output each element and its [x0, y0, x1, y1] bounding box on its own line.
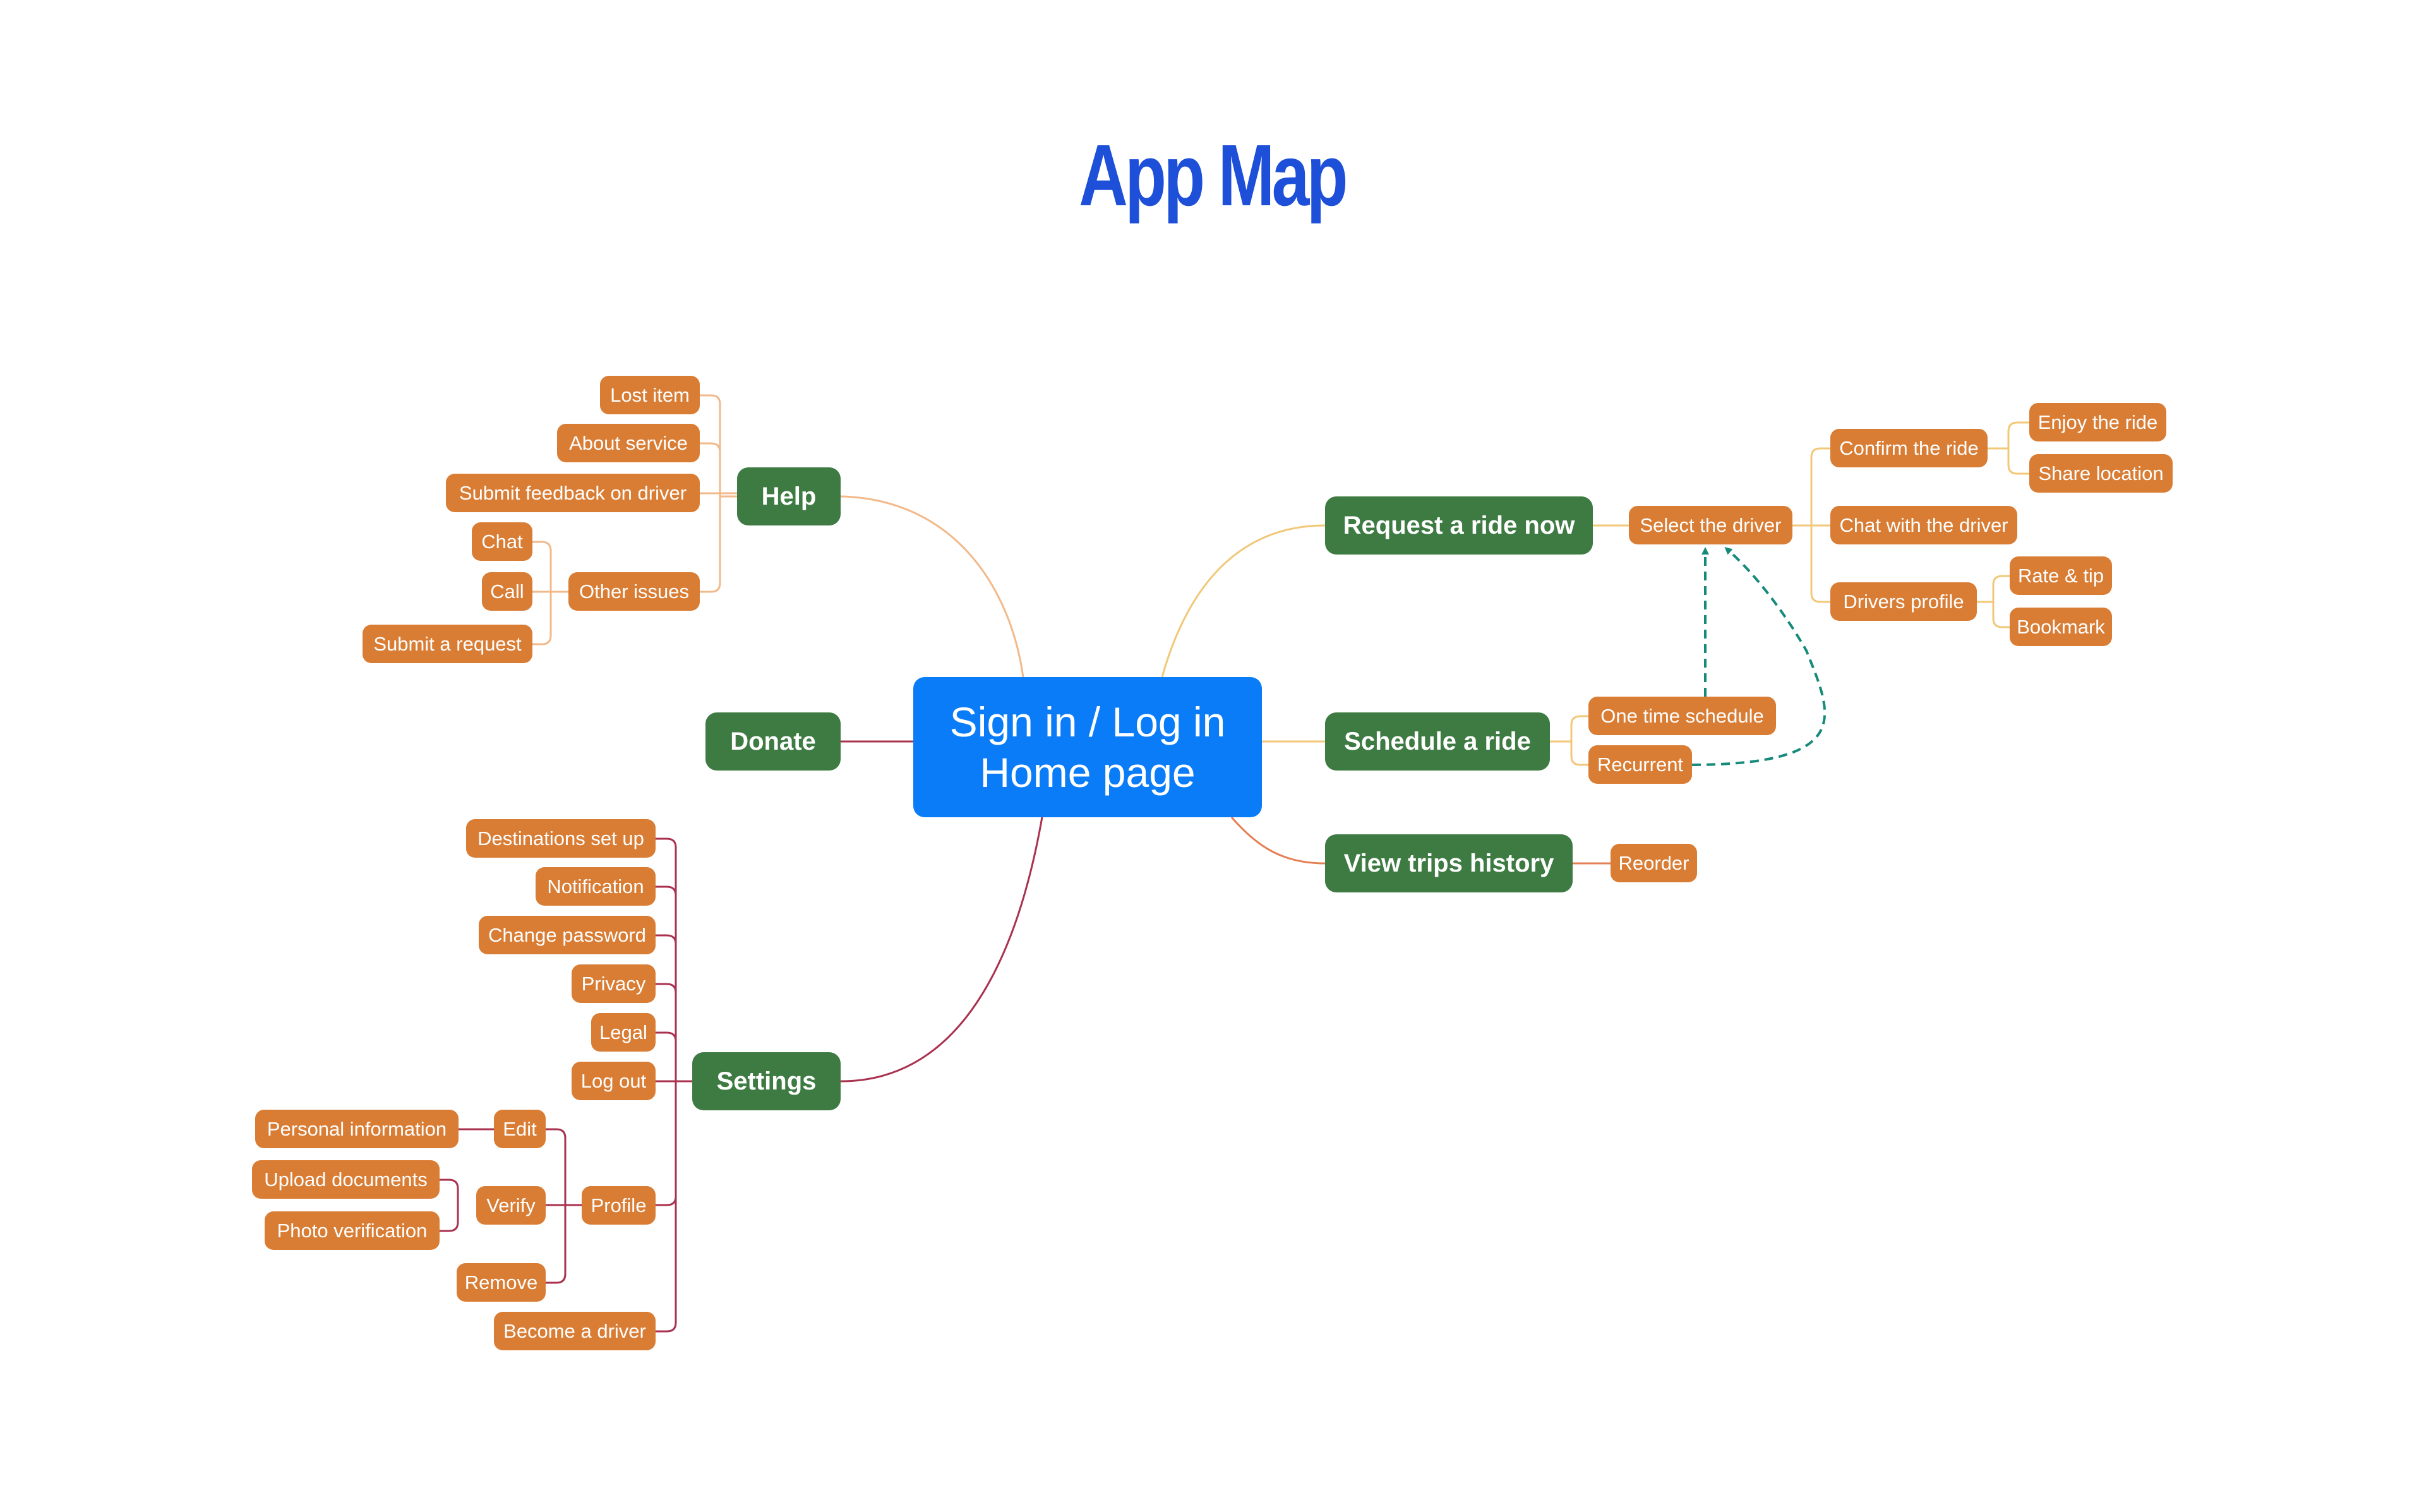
link-verify-upload [440, 1179, 459, 1205]
node-edit[interactable]: Edit [494, 1110, 546, 1148]
root-node-home[interactable]: Sign in / Log in Home page [913, 677, 1262, 817]
link-confirm-share [2007, 448, 2029, 475]
dashed-arrow-recurrent [1691, 547, 1827, 766]
node-other-issues[interactable]: Other issues [568, 572, 700, 611]
link-root-request [1161, 524, 1326, 678]
link-select-drivers-profile [1810, 525, 1830, 603]
link-other-submit-request [532, 592, 552, 645]
node-lost-item[interactable]: Lost item [600, 376, 700, 414]
link-settings-child-2 [656, 934, 677, 1081]
node-submit-feedback[interactable]: Submit feedback on driver [446, 474, 700, 512]
link-help-lost-item [700, 394, 721, 496]
link-schedule-recurrent [1570, 741, 1588, 766]
link-settings-child-6 [656, 1081, 677, 1333]
node-view-trips-history[interactable]: View trips history [1325, 834, 1573, 892]
link-settings-child-3 [656, 983, 677, 1081]
node-chat[interactable]: Chat [472, 522, 532, 561]
node-log-out[interactable]: Log out [572, 1062, 656, 1100]
node-upload-documents[interactable]: Upload documents [252, 1160, 440, 1199]
node-enjoy-ride[interactable]: Enjoy the ride [2029, 403, 2166, 441]
root-label-line-1: Sign in / Log in [949, 699, 1226, 745]
node-schedule-ride[interactable]: Schedule a ride [1325, 712, 1550, 771]
node-chat-driver[interactable]: Chat with the driver [1830, 506, 2017, 544]
node-verify[interactable]: Verify [476, 1186, 546, 1225]
link-confirm-enjoy [2007, 421, 2029, 448]
node-bookmark[interactable]: Bookmark [2010, 608, 2112, 646]
node-share-location[interactable]: Share location [2029, 454, 2173, 493]
node-become-driver[interactable]: Become a driver [494, 1312, 656, 1350]
link-root-help [840, 495, 1024, 678]
node-personal-info[interactable]: Personal information [255, 1110, 459, 1148]
link-settings-child-5 [656, 1081, 677, 1206]
node-one-time-schedule[interactable]: One time schedule [1588, 697, 1776, 735]
node-legal[interactable]: Legal [591, 1013, 656, 1052]
node-rate-tip[interactable]: Rate & tip [2010, 556, 2112, 595]
node-confirm-ride[interactable]: Confirm the ride [1830, 429, 1988, 467]
link-profile-remove [546, 1205, 567, 1284]
node-submit-request[interactable]: Submit a request [363, 625, 532, 663]
link-help-other-issues [700, 496, 721, 593]
link-settings-child-1 [656, 885, 677, 1081]
link-drivers-rate [1992, 575, 2010, 602]
link-schedule-one-time [1570, 715, 1588, 741]
node-donate[interactable]: Donate [705, 712, 841, 771]
page-title: App Map [1079, 127, 1348, 224]
link-drivers-bookmark [1992, 602, 2010, 628]
node-call[interactable]: Call [482, 572, 532, 611]
node-privacy[interactable]: Privacy [572, 964, 656, 1003]
link-select-confirm [1810, 447, 1830, 525]
node-change-password[interactable]: Change password [479, 916, 656, 954]
link-verify-photo [440, 1205, 459, 1232]
node-about-service[interactable]: About service [557, 424, 700, 462]
link-settings-child-0 [656, 837, 677, 1081]
node-remove[interactable]: Remove [457, 1263, 546, 1302]
link-other-chat [532, 541, 552, 592]
node-reorder[interactable]: Reorder [1611, 844, 1697, 882]
link-settings-child-4 [656, 1031, 677, 1081]
node-notification[interactable]: Notification [536, 867, 656, 906]
node-request-ride[interactable]: Request a ride now [1325, 496, 1593, 555]
link-help-about-service [700, 442, 721, 496]
node-select-driver[interactable]: Select the driver [1629, 506, 1792, 544]
node-destinations[interactable]: Destinations set up [466, 819, 656, 858]
link-root-settings [840, 817, 1043, 1083]
link-root-history [1230, 817, 1326, 865]
link-profile-edit [546, 1128, 567, 1205]
node-profile[interactable]: Profile [582, 1186, 656, 1225]
root-label-line-2: Home page [980, 749, 1196, 796]
node-recurrent[interactable]: Recurrent [1588, 745, 1692, 784]
node-photo-verification[interactable]: Photo verification [265, 1211, 440, 1250]
node-drivers-profile[interactable]: Drivers profile [1830, 582, 1977, 621]
node-help[interactable]: Help [737, 467, 841, 525]
node-settings[interactable]: Settings [692, 1052, 841, 1110]
